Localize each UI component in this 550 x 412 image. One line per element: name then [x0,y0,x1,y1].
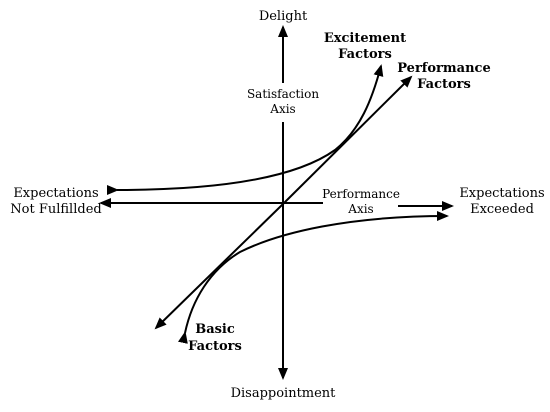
performance-factors-label-line1: Performance [397,61,490,76]
expectations-exceeded-label-line2: Exceeded [470,202,534,217]
performance-factors-label-line2: Factors [417,77,471,92]
basic-factors-curve [178,211,449,344]
performance-factors-line-lower [154,203,284,330]
excitement-factors-curve [106,64,384,196]
disappointment-label: Disappointment [231,386,337,401]
expectations-not-fulfilled-label-line2: Not Fulfillded [10,202,101,217]
excitement-factors-label-line2: Factors [338,47,392,62]
performance-axis-label-line2: Axis [347,202,373,216]
expectations-not-fulfilled-label-line1: Expectations [13,186,98,201]
excitement-factors-label-line1: Excitement [324,31,406,46]
performance-axis-label-line1: Performance [322,187,400,201]
satisfaction-axis-label-line1: Satisfaction [247,87,319,101]
expectations-exceeded-label-line1: Expectations [459,186,544,201]
basic-factors-label-line1: Basic [195,322,235,337]
delight-label: Delight [259,9,308,24]
satisfaction-axis-label-line2: Axis [269,102,295,116]
basic-factors-label-line2: Factors [188,339,242,354]
